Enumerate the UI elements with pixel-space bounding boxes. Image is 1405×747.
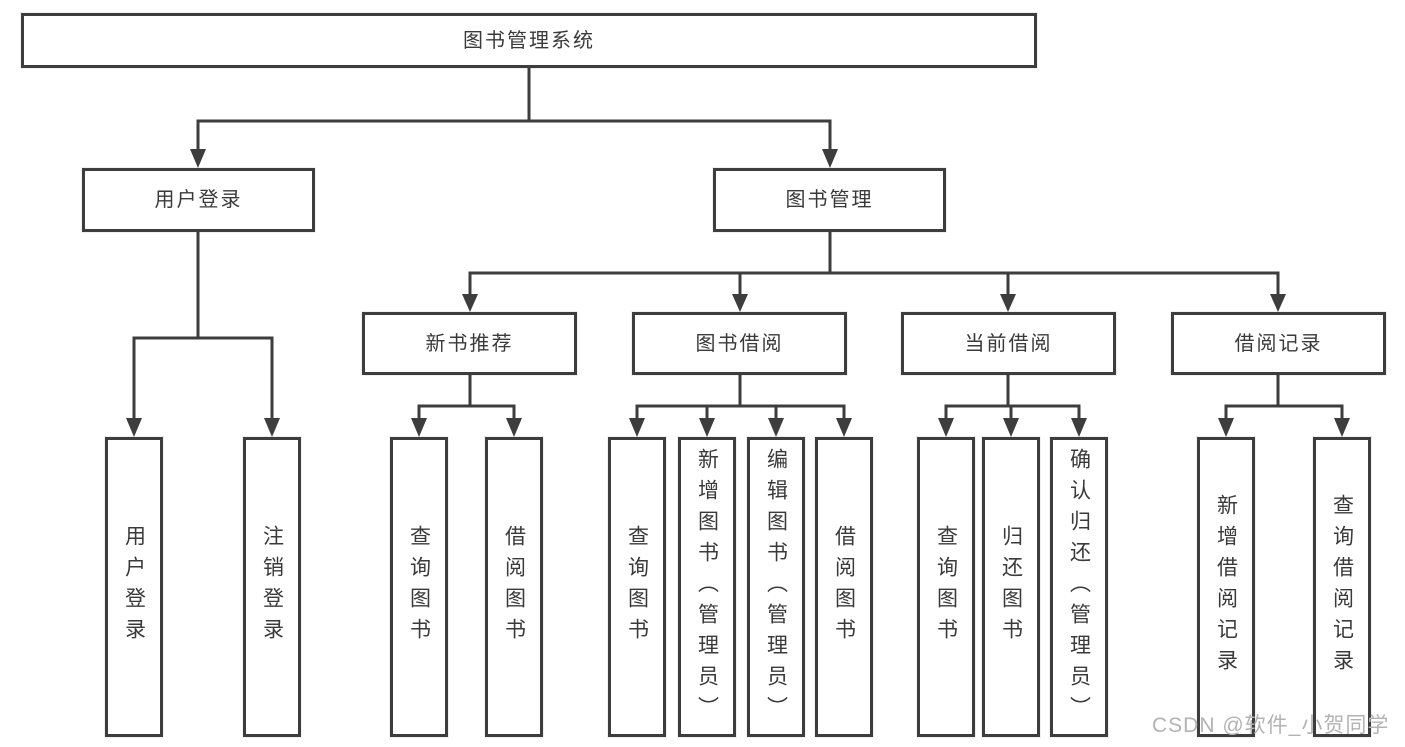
arrow-down-icon — [768, 418, 784, 437]
leaf-user-login: 用户登录 — [105, 437, 163, 737]
arrow-down-icon — [1270, 294, 1286, 312]
node-borrow-records: 借阅记录 — [1171, 312, 1386, 375]
arrow-down-icon — [506, 418, 522, 437]
connector-bookborrow-tbar — [635, 404, 846, 422]
node-user-login: 用户登录 — [82, 168, 315, 232]
arrow-down-icon — [1071, 418, 1087, 437]
arrow-down-icon — [1000, 294, 1016, 312]
leaf-query-books-2-label: 查询图书 — [625, 525, 649, 649]
arrow-down-icon — [411, 418, 427, 437]
node-new-book-recommend-label: 新书推荐 — [425, 332, 514, 355]
leaf-query-books-1: 查询图书 — [390, 437, 448, 737]
node-book-borrow: 图书借阅 — [632, 312, 847, 375]
csdn-watermark: CSDN @软件_小贺同学 — [1152, 714, 1390, 737]
node-book-borrow-label: 图书借阅 — [695, 332, 784, 355]
leaf-confirm-return-admin: 确认归还（管理员） — [1050, 437, 1108, 737]
leaf-add-borrow-record-label: 新增借阅记录 — [1214, 494, 1238, 680]
connector-root-tbar — [196, 119, 832, 153]
leaf-add-books-admin-label: 新增图书（管理员） — [695, 447, 719, 727]
leaf-add-books-admin: 新增图书（管理员） — [678, 437, 736, 737]
connector-userlogin-tbar — [132, 336, 274, 422]
node-current-borrow: 当前借阅 — [901, 312, 1116, 375]
leaf-borrow-books-2: 借阅图书 — [815, 437, 873, 737]
leaf-edit-books-admin-label: 编辑图书（管理员） — [764, 447, 788, 727]
node-current-borrow-label: 当前借阅 — [964, 332, 1053, 355]
node-root: 图书管理系统 — [21, 13, 1037, 68]
leaf-borrow-books-1-label: 借阅图书 — [502, 525, 526, 649]
arrow-down-icon — [629, 418, 645, 437]
leaf-query-borrow-record-label: 查询借阅记录 — [1330, 494, 1354, 680]
arrow-down-icon — [1003, 418, 1019, 437]
arrow-down-icon — [732, 294, 748, 312]
node-user-login-label: 用户登录 — [154, 189, 243, 211]
leaf-confirm-return-admin-label: 确认归还（管理员） — [1067, 447, 1091, 727]
node-book-management-label: 图书管理 — [785, 189, 874, 211]
arrow-down-icon — [190, 149, 206, 168]
leaf-query-borrow-record: 查询借阅记录 — [1313, 437, 1371, 737]
leaf-logout: 注销登录 — [243, 437, 301, 737]
connector-records-tbar — [1224, 404, 1344, 422]
leaf-query-books-1-label: 查询图书 — [407, 525, 431, 649]
arrow-down-icon — [1218, 418, 1234, 437]
leaf-return-books: 归还图书 — [982, 437, 1040, 737]
arrow-down-icon — [938, 418, 954, 437]
leaf-logout-label: 注销登录 — [260, 525, 284, 649]
node-book-management: 图书管理 — [713, 168, 946, 232]
leaf-edit-books-admin: 编辑图书（管理员） — [747, 437, 805, 737]
node-borrow-records-label: 借阅记录 — [1234, 332, 1323, 355]
node-root-label: 图书管理系统 — [463, 29, 595, 52]
arrow-down-icon — [822, 149, 838, 168]
leaf-add-borrow-record: 新增借阅记录 — [1197, 437, 1255, 737]
arrow-down-icon — [1334, 418, 1350, 437]
leaf-return-books-label: 归还图书 — [999, 525, 1023, 649]
leaf-query-books-2: 查询图书 — [608, 437, 666, 737]
arrow-down-icon — [699, 418, 715, 437]
node-new-book-recommend: 新书推荐 — [362, 312, 577, 375]
leaf-borrow-books-2-label: 借阅图书 — [832, 525, 856, 649]
leaf-borrow-books-1: 借阅图书 — [485, 437, 543, 737]
connector-bookmgmt-tbar — [468, 271, 1280, 297]
arrow-down-icon — [126, 418, 142, 437]
leaf-query-books-3-label: 查询图书 — [934, 525, 958, 649]
leaf-query-books-3: 查询图书 — [917, 437, 975, 737]
arrow-down-icon — [264, 418, 280, 437]
arrow-down-icon — [836, 418, 852, 437]
leaf-user-login-label: 用户登录 — [122, 525, 146, 649]
arrow-down-icon — [462, 294, 478, 312]
connector-newbook-tbar — [417, 404, 516, 422]
